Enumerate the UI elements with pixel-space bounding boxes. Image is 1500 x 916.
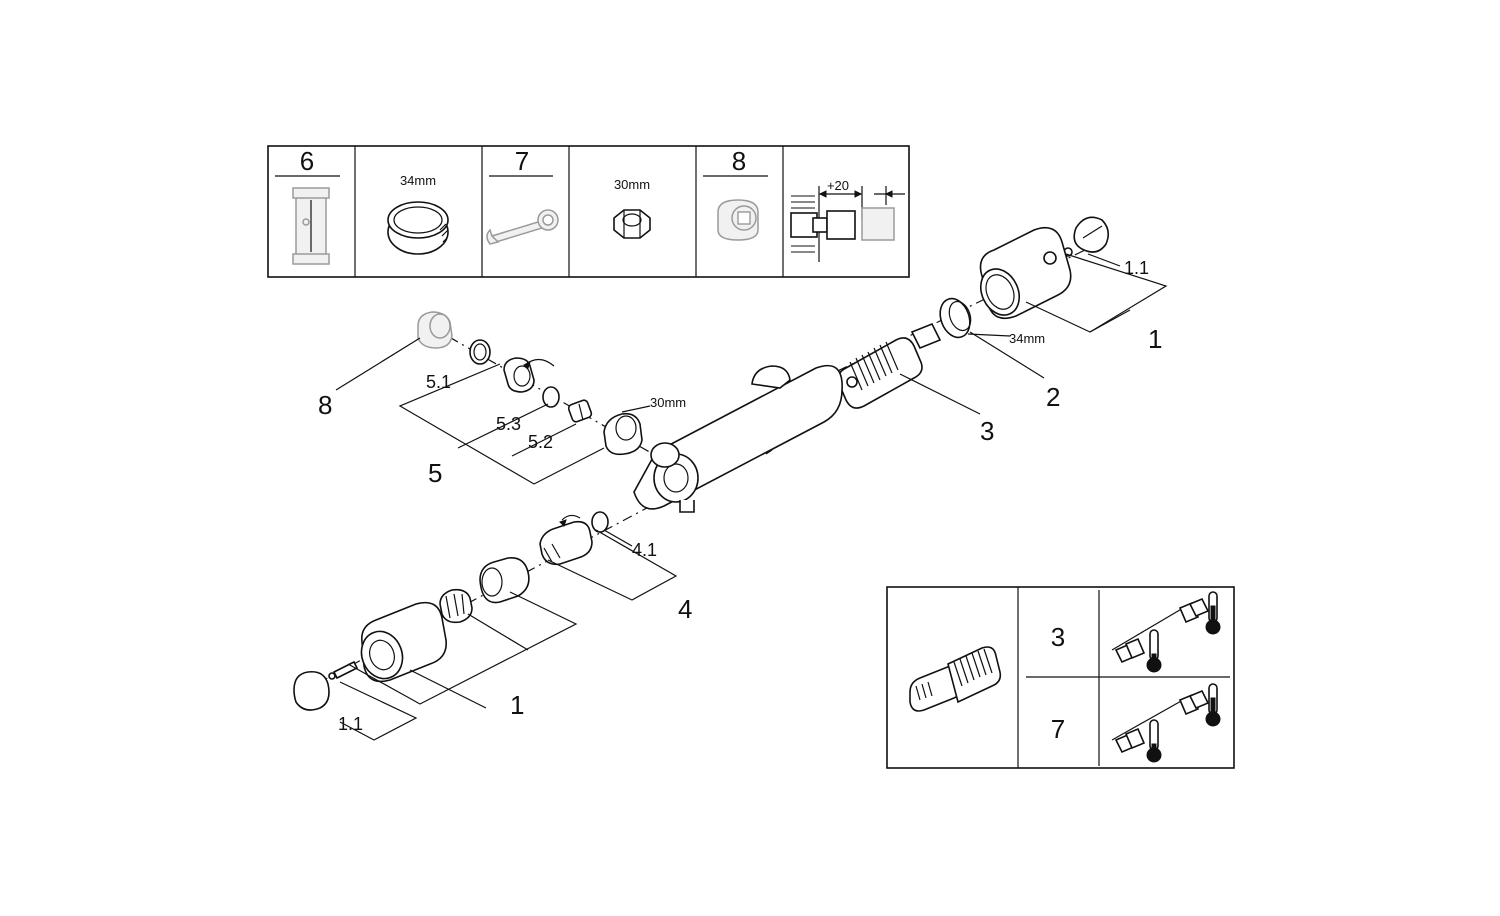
handle-bottom-icon [360, 601, 447, 683]
handle-top-icon [979, 226, 1072, 320]
callout-34mm: 34mm [1009, 331, 1045, 346]
cartridge-row-label-7: 7 [1051, 714, 1065, 744]
s-union-icon [717, 199, 759, 241]
callout-labels: 1.1 1 34mm 2 3 8 5.1 5.3 5.2 5 30mm 4.1 … [318, 258, 1162, 734]
callout-4: 4 [678, 594, 692, 624]
callout-1-1-top: 1.1 [1124, 258, 1149, 278]
spline-adapter-icon [439, 588, 473, 624]
callout-2: 2 [1046, 382, 1060, 412]
check-valve-icon [503, 357, 555, 393]
tool-label-6: 6 [300, 146, 314, 176]
cartridge-row-7-diagram [1111, 683, 1221, 763]
union-nut-part-icon [603, 412, 643, 456]
extension-sleeve-icon [292, 187, 330, 265]
tool-label-7: 7 [515, 146, 529, 176]
thermometer-cold-icon [1146, 719, 1162, 763]
mounting-ring-icon [387, 201, 449, 255]
callout-1-1-bottom: 1.1 [338, 714, 363, 734]
thermostat-exploded-view [293, 216, 1168, 741]
thermometer-hot-icon [1205, 591, 1221, 635]
thermometer-cold-icon [1146, 629, 1162, 673]
tool-label-8: 8 [732, 146, 746, 176]
screw-bottom-icon [328, 660, 359, 680]
tool-spec-34mm: 34mm [400, 173, 436, 188]
cap-cover-icon [1073, 216, 1110, 253]
filter-icon [469, 339, 491, 365]
cartridge-thread-icon [909, 646, 1002, 712]
cartridge-orientation-table: 3 7 [886, 586, 1235, 769]
cartridge-row-3-diagram [1111, 591, 1221, 673]
callout-5-2: 5.2 [528, 432, 553, 452]
mixer-body-icon [633, 364, 843, 513]
callout-1-top: 1 [1148, 324, 1162, 354]
cap-bottom-icon [293, 670, 330, 711]
adapter-icon [479, 556, 530, 604]
tools-table: 6 34mm 7 30mm [267, 145, 910, 278]
wrench-icon [486, 209, 559, 245]
callout-3: 3 [980, 416, 994, 446]
safety-stop-icon [591, 511, 609, 533]
o-ring-icon [542, 386, 560, 408]
installation-depth-icon [790, 186, 905, 262]
callout-8: 8 [318, 390, 332, 420]
tool-spec-plus20: +20 [827, 178, 849, 193]
tool-spec-30mm: 30mm [614, 177, 650, 192]
callout-5-1: 5.1 [426, 372, 451, 392]
thermo-cartridge-icon [837, 322, 942, 409]
check-valve-insert-icon [567, 399, 593, 423]
thermometer-hot-icon [1205, 683, 1221, 727]
s-union-part-icon [417, 311, 453, 349]
callout-5-3: 5.3 [496, 414, 521, 434]
mounting-ring-part-icon [939, 297, 972, 339]
callout-1-bottom: 1 [510, 690, 524, 720]
callout-4-1: 4.1 [632, 540, 657, 560]
callout-30mm: 30mm [650, 395, 686, 410]
flow-control-cartridge-icon [539, 514, 593, 566]
cartridge-row-label-3: 3 [1051, 622, 1065, 652]
union-nut-icon [613, 209, 651, 239]
callout-5: 5 [428, 458, 442, 488]
